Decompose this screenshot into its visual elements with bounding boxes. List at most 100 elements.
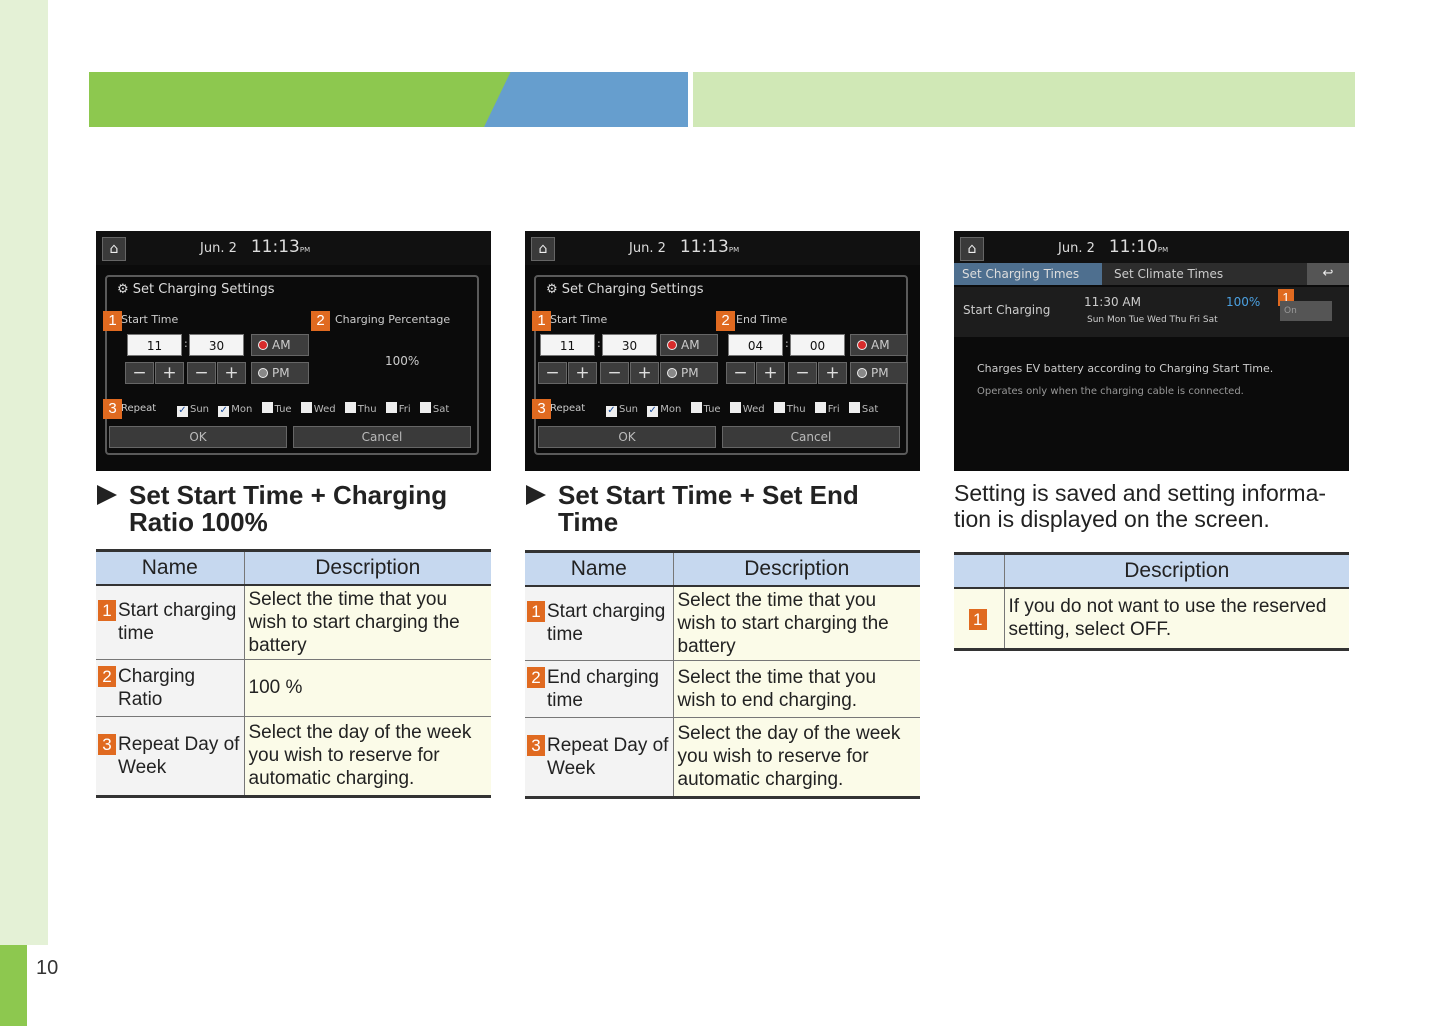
- end-minute-field[interactable]: 00: [790, 334, 845, 356]
- minute-minus-button[interactable]: −: [187, 362, 216, 384]
- table-saved-settings: Description 1 If you do not want to use …: [954, 552, 1349, 651]
- settings-frame: ⚙ Set Charging Settings 1 Start Time 2 C…: [103, 275, 479, 455]
- hour-plus-button[interactable]: +: [155, 362, 184, 384]
- day-checkbox[interactable]: Tue: [690, 402, 721, 415]
- settings-frame: ⚙ Set Charging Settings 1 Start Time 2 E…: [532, 275, 908, 455]
- triangle-bullet-icon: [97, 485, 117, 505]
- callout-1: 1: [968, 608, 987, 630]
- cancel-button[interactable]: Cancel: [293, 426, 471, 448]
- tab-set-climate-times[interactable]: Set Climate Times: [1114, 267, 1224, 281]
- left-margin-strip: [0, 0, 48, 945]
- tab-set-charging-times[interactable]: Set Charging Times: [954, 263, 1102, 285]
- am-radio[interactable]: AM: [251, 334, 309, 356]
- minute-plus-button[interactable]: +: [217, 362, 246, 384]
- day-checkbox[interactable]: Thu: [773, 402, 806, 415]
- end-hour-plus-button[interactable]: +: [756, 362, 785, 384]
- home-icon[interactable]: ⌂: [102, 237, 126, 261]
- back-icon[interactable]: ↩: [1307, 263, 1349, 285]
- minute-plus-button[interactable]: +: [630, 362, 659, 384]
- info-note: Operates only when the charging cable is…: [977, 386, 1244, 397]
- ok-button[interactable]: OK: [109, 426, 287, 448]
- repeat-label: Repeat: [550, 403, 586, 414]
- header-band-blue: [484, 72, 688, 127]
- end-minute-minus-button[interactable]: −: [788, 362, 817, 384]
- repeat-days: ✓Sun ✓Mon Tue Wed Thu Fri Sat: [606, 402, 906, 418]
- day-checkbox[interactable]: Wed: [729, 402, 765, 415]
- info-message: Charges EV battery according to Charging…: [977, 362, 1274, 375]
- day-checkbox[interactable]: ✓Mon: [647, 404, 682, 417]
- start-am-radio[interactable]: AM: [660, 334, 718, 356]
- callout-2: 2: [716, 311, 735, 331]
- repeat-label: Repeat: [121, 403, 157, 414]
- start-charging-label: Start Charging: [963, 303, 1051, 317]
- day-checkbox[interactable]: ✓Sun: [606, 404, 639, 417]
- day-checkbox[interactable]: Tue: [261, 402, 292, 415]
- page-tab: [0, 945, 27, 1026]
- column-header-description: Description: [673, 550, 920, 587]
- start-time-label: Start Time: [121, 313, 179, 326]
- column-header-description: Description: [1004, 552, 1349, 589]
- end-hour-field[interactable]: 04: [728, 334, 783, 356]
- caption-3: Setting is saved and setting informa-tio…: [954, 480, 1327, 532]
- start-hour-field[interactable]: 11: [540, 334, 595, 356]
- header-band-green: [89, 72, 514, 127]
- settings-title: ⚙ Set Charging Settings: [546, 282, 704, 297]
- day-checkbox[interactable]: ✓Mon: [218, 404, 253, 417]
- callout-1: 1: [103, 311, 122, 331]
- on-off-toggle[interactable]: On: [1280, 301, 1332, 321]
- start-charging-days: Sun Mon Tue Wed Thu Fri Sat: [1087, 315, 1218, 325]
- triangle-bullet-icon: [526, 485, 546, 505]
- charging-percentage-label: Charging Percentage: [335, 313, 451, 326]
- day-checkbox[interactable]: Sat: [848, 402, 878, 415]
- hour-minus-button[interactable]: −: [125, 362, 154, 384]
- minute-field[interactable]: 30: [189, 334, 244, 356]
- start-pm-radio[interactable]: PM: [660, 362, 718, 384]
- day-checkbox[interactable]: Wed: [300, 402, 336, 415]
- start-time-label: Start Time: [550, 313, 608, 326]
- hour-minus-button[interactable]: −: [538, 362, 567, 384]
- start-minute-field[interactable]: 30: [602, 334, 657, 356]
- callout-3: 3: [103, 399, 122, 419]
- home-icon[interactable]: ⌂: [960, 237, 984, 261]
- charging-percent-value: 100%: [385, 354, 420, 368]
- end-hour-minus-button[interactable]: −: [726, 362, 755, 384]
- settings-title: ⚙ Set Charging Settings: [117, 282, 275, 297]
- pm-radio[interactable]: PM: [251, 362, 309, 384]
- end-minute-plus-button[interactable]: +: [818, 362, 847, 384]
- end-pm-radio[interactable]: PM: [850, 362, 908, 384]
- ok-button[interactable]: OK: [538, 426, 716, 448]
- home-icon[interactable]: ⌂: [531, 237, 555, 261]
- start-charging-time: 11:30 AM: [1084, 295, 1141, 309]
- table-row: 1 If you do not want to use the reserved…: [954, 587, 1349, 651]
- callout-2: 2: [311, 311, 330, 331]
- day-checkbox[interactable]: Fri: [814, 402, 840, 415]
- minute-minus-button[interactable]: −: [600, 362, 629, 384]
- day-checkbox[interactable]: ✓Sun: [177, 404, 210, 417]
- column-header-name: Name: [96, 549, 245, 586]
- hour-field[interactable]: 11: [127, 334, 182, 356]
- end-am-radio[interactable]: AM: [850, 334, 908, 356]
- day-checkbox[interactable]: Fri: [385, 402, 411, 415]
- day-checkbox[interactable]: Sat: [419, 402, 449, 415]
- header-band-light: [693, 72, 1355, 127]
- hour-plus-button[interactable]: +: [568, 362, 597, 384]
- cancel-button[interactable]: Cancel: [722, 426, 900, 448]
- caption-2: Set Start Time + Set End Time: [526, 482, 921, 536]
- day-checkbox[interactable]: Thu: [344, 402, 377, 415]
